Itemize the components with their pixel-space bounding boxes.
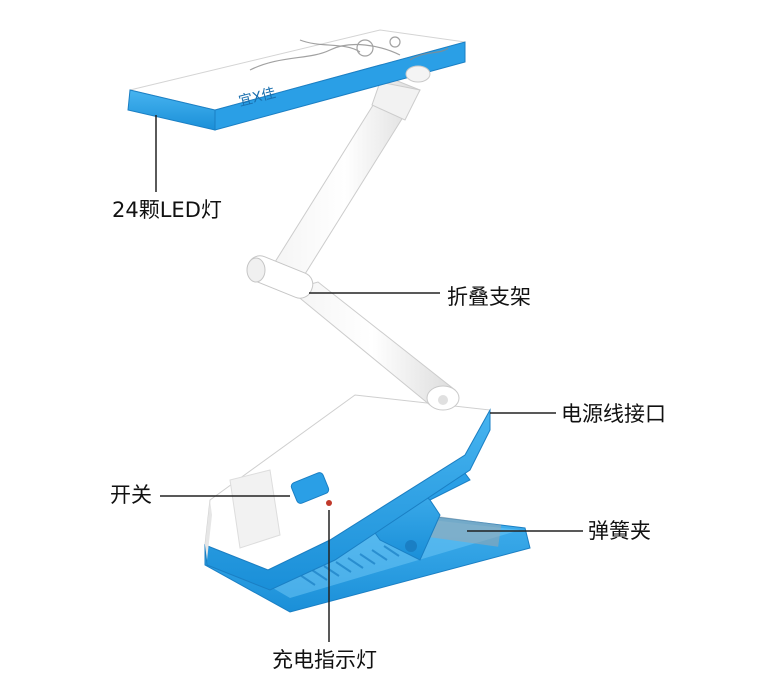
- label-switch: 开关: [110, 483, 152, 507]
- label-power-port: 电源线接口: [561, 402, 666, 426]
- label-charge-indicator: 充电指示灯: [272, 648, 377, 672]
- middle-hinge: [246, 255, 314, 299]
- label-spring-clip: 弹簧夹: [588, 519, 651, 543]
- label-led: 24颗LED灯: [112, 198, 222, 222]
- lower-arm: [288, 281, 460, 411]
- leader-lines: [155, 115, 583, 642]
- lamp-head: 宜X佳: [127, 29, 466, 131]
- base-body: [204, 394, 491, 591]
- label-folding-arm: 折叠支架: [447, 285, 531, 309]
